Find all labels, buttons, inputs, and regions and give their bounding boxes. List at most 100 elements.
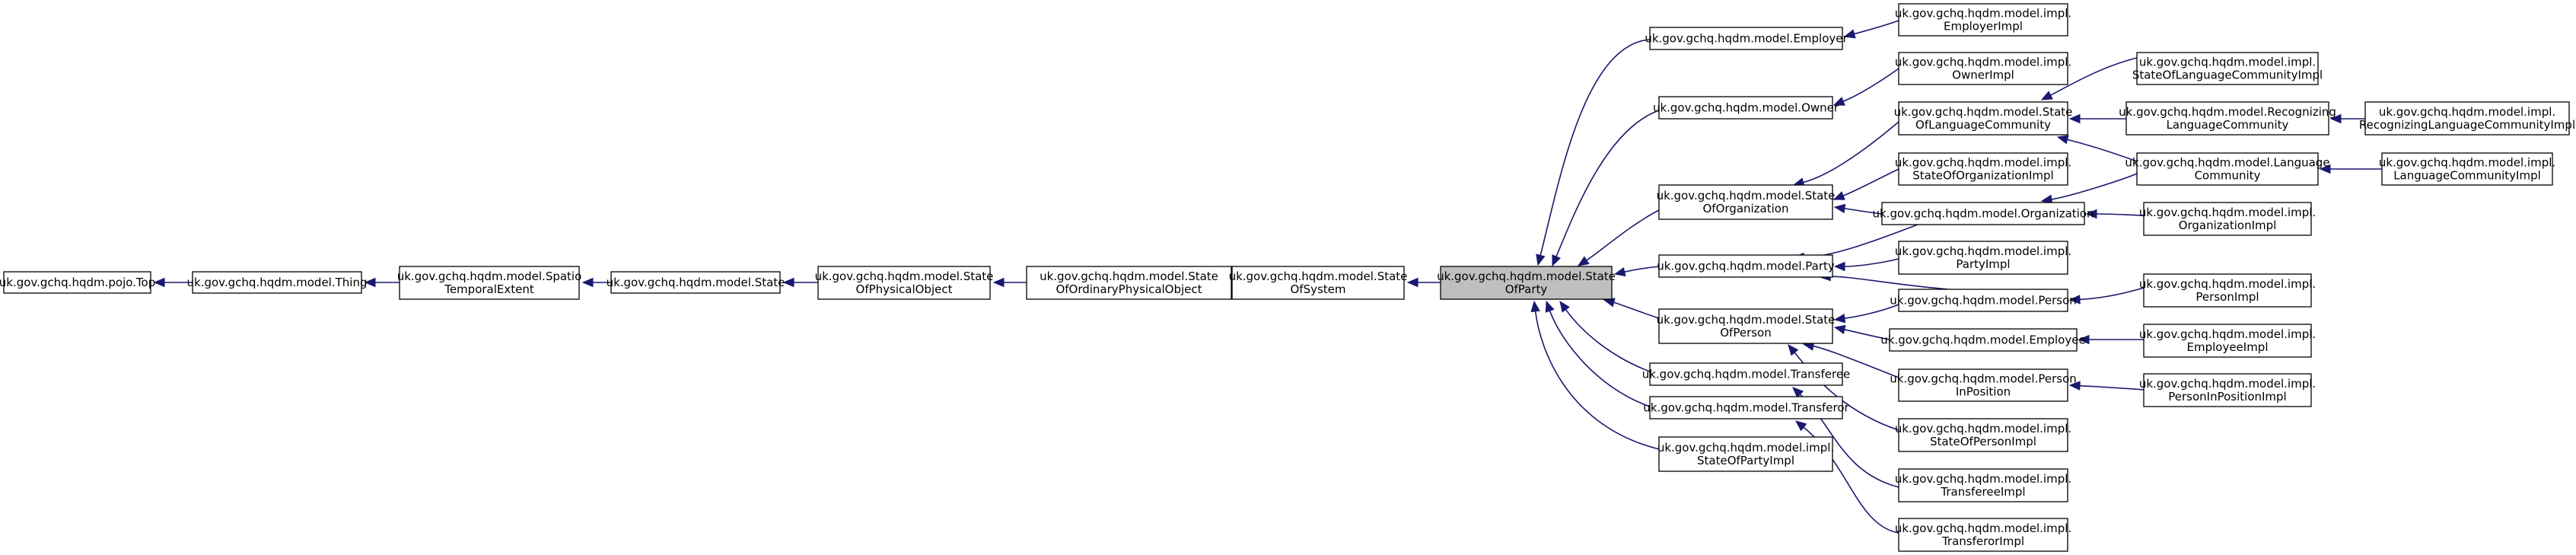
class-node-label: uk.gov.gchq.hqdm.model.impl. [2139,56,2316,69]
class-node-person-in-pos-impl[interactable]: uk.gov.gchq.hqdm.model.impl.PersonInPosi… [2139,373,2316,407]
class-node-box [1649,362,1843,386]
inheritance-edge [1555,110,1660,257]
class-node-label: uk.gov.gchq.hqdm.model.Owner [1653,101,1839,115]
inheritance-edge [1854,20,1899,35]
class-node-label: OfPhysicalObject [856,282,953,296]
class-node-label: uk.gov.gchq.hqdm.model.impl. [1895,56,2071,69]
class-node-pojo-top[interactable]: uk.gov.gchq.hqdm.pojo.Top [0,271,155,294]
class-node-employer[interactable]: uk.gov.gchq.hqdm.model.Employer [1645,27,1848,50]
class-node-label: uk.gov.gchq.hqdm.model.impl. [1895,522,2071,535]
class-node-box [1658,184,1833,220]
class-node-label: uk.gov.gchq.hqdm.model.Recognizing [2119,105,2336,119]
inheritance-edge [1540,39,1651,256]
class-node-party[interactable]: uk.gov.gchq.hqdm.model.Party [1657,254,1835,278]
inheritance-edge [1842,68,1899,102]
class-node-label: OwnerImpl [1952,69,2014,82]
class-node-state-party[interactable]: uk.gov.gchq.hqdm.model.StateOfParty [1437,266,1616,300]
class-node-label: uk.gov.gchq.hqdm.model.Language [2125,156,2329,170]
class-node-box [1898,368,2068,402]
class-node-label: uk.gov.gchq.hqdm.model.impl. [1657,441,1834,455]
class-node-label: uk.gov.gchq.hqdm.model.Party [1657,260,1835,273]
class-node-employee-impl[interactable]: uk.gov.gchq.hqdm.model.impl.EmployeeImpl [2139,324,2316,358]
class-node-recog-lang[interactable]: uk.gov.gchq.hqdm.model.RecognizingLangua… [2119,101,2336,136]
class-node-employer-impl[interactable]: uk.gov.gchq.hqdm.model.impl.EmployerImpl [1895,3,2071,37]
class-node-box [1649,396,1843,419]
arrowhead-icon [2068,113,2081,124]
class-node-state-party-impl[interactable]: uk.gov.gchq.hqdm.model.impl.StateOfParty… [1657,436,1834,472]
class-node-state-ord[interactable]: uk.gov.gchq.hqdm.model.StateOfOrdinaryPh… [1026,266,1232,300]
class-node-state-org-impl[interactable]: uk.gov.gchq.hqdm.model.impl.StateOfOrgan… [1895,152,2071,186]
class-node-label: OfPerson [1720,326,1772,340]
class-node-label: uk.gov.gchq.hqdm.model.Person [1890,372,2077,386]
inheritance-edge [1842,168,1899,196]
class-node-label: TemporalExtent [444,282,534,296]
inheritance-edge [1803,121,1899,183]
class-node-label: uk.gov.gchq.hqdm.model.Transferee [1642,368,1851,381]
class-node-organization[interactable]: uk.gov.gchq.hqdm.model.Organization [1872,202,2094,225]
class-node-box [2125,101,2329,136]
inheritance-edge [1613,301,1660,319]
class-node-label: uk.gov.gchq.hqdm.model.Thing [187,276,368,289]
class-node-recog-lang-impl[interactable]: uk.gov.gchq.hqdm.model.impl.RecognizingL… [2359,101,2575,136]
class-node-state-person-impl[interactable]: uk.gov.gchq.hqdm.model.impl.StateOfPerso… [1895,418,2071,452]
class-node-owner-impl[interactable]: uk.gov.gchq.hqdm.model.impl.OwnerImpl [1895,52,2071,85]
class-node-box [1898,241,2068,275]
class-node-box [2143,373,2312,407]
class-node-box [2136,52,2319,85]
class-node-person-in-pos[interactable]: uk.gov.gchq.hqdm.model.PersonInPosition [1890,368,2077,402]
class-node-box [610,271,781,294]
class-node-label: uk.gov.gchq.hqdm.model.impl. [2379,105,2555,119]
class-node-box [1658,436,1833,472]
class-node-person[interactable]: uk.gov.gchq.hqdm.model.Person [1890,289,2077,312]
class-node-label: StateOfOrganizationImpl [1912,169,2053,183]
inheritance-edge [2096,213,2145,216]
class-node-person-impl[interactable]: uk.gov.gchq.hqdm.model.impl.PersonImpl [2139,273,2316,308]
class-node-box [1440,266,1613,300]
class-node-label: Community [2195,169,2261,183]
class-node-state-phys[interactable]: uk.gov.gchq.hqdm.model.StateOfPhysicalOb… [815,266,994,300]
class-node-label: StateOfPartyImpl [1697,454,1794,467]
arrowhead-icon [2068,381,2081,391]
class-node-owner[interactable]: uk.gov.gchq.hqdm.model.Owner [1653,96,1839,120]
class-node-lang-comm[interactable]: uk.gov.gchq.hqdm.model.LanguageCommunity [2125,152,2330,186]
class-node-lang-comm-impl[interactable]: uk.gov.gchq.hqdm.model.impl.LanguageComm… [2379,152,2555,186]
class-node-state[interactable]: uk.gov.gchq.hqdm.model.State [607,271,785,294]
class-node-label: uk.gov.gchq.hqdm.model.impl. [1895,7,2071,21]
arrowhead-icon [1545,300,1555,313]
class-node-box [817,266,991,300]
class-node-party-impl[interactable]: uk.gov.gchq.hqdm.model.impl.PartyImpl [1895,241,2071,275]
class-node-label: uk.gov.gchq.hqdm.model.Transferor [1643,401,1849,415]
class-node-label: LanguageCommunity [2167,118,2289,132]
arrowhead-icon [2085,209,2097,219]
class-node-transferee-impl[interactable]: uk.gov.gchq.hqdm.model.impl.TransfereeIm… [1895,468,2071,502]
class-node-org-impl[interactable]: uk.gov.gchq.hqdm.model.impl.Organization… [2139,202,2316,236]
class-node-state-org[interactable]: uk.gov.gchq.hqdm.model.StateOfOrganizati… [1657,184,1836,220]
class-node-box [1881,202,2085,225]
arrowhead-icon [782,277,794,288]
class-node-state-lang[interactable]: uk.gov.gchq.hqdm.model.StateOfLanguageCo… [1894,101,2073,136]
inheritance-edge [2067,139,2138,162]
inheritance-edge [2050,57,2138,96]
class-node-state-lang-impl[interactable]: uk.gov.gchq.hqdm.model.impl.StateOfLangu… [2132,52,2323,85]
class-node-transferor-impl[interactable]: uk.gov.gchq.hqdm.model.impl.TransferorIm… [1895,518,2071,552]
inheritance-edge [2079,384,2145,391]
arrowhead-icon [1613,266,1626,277]
class-node-box [1898,101,2068,136]
class-node-thing[interactable]: uk.gov.gchq.hqdm.model.Thing [187,271,368,294]
class-node-transferor[interactable]: uk.gov.gchq.hqdm.model.Transferor [1643,396,1850,419]
class-node-label: InPosition [1956,385,2011,399]
class-node-label: uk.gov.gchq.hqdm.model.impl. [2379,156,2555,170]
class-node-box [3,271,151,294]
class-node-transferee[interactable]: uk.gov.gchq.hqdm.model.Transferee [1642,362,1851,386]
arrowhead-icon [1788,344,1799,356]
class-node-label: OfParty [1505,282,1548,296]
class-node-employee[interactable]: uk.gov.gchq.hqdm.model.Employee [1880,328,2086,352]
arrowhead-icon [1792,387,1804,398]
class-node-box [1658,308,1833,344]
class-node-spatio[interactable]: uk.gov.gchq.hqdm.model.SpatioTemporalExt… [397,266,582,300]
arrowhead-icon [1833,324,1846,335]
arrowhead-icon [581,277,594,288]
class-node-state-person[interactable]: uk.gov.gchq.hqdm.model.StateOfPerson [1657,308,1836,344]
class-node-box [2143,202,2312,236]
